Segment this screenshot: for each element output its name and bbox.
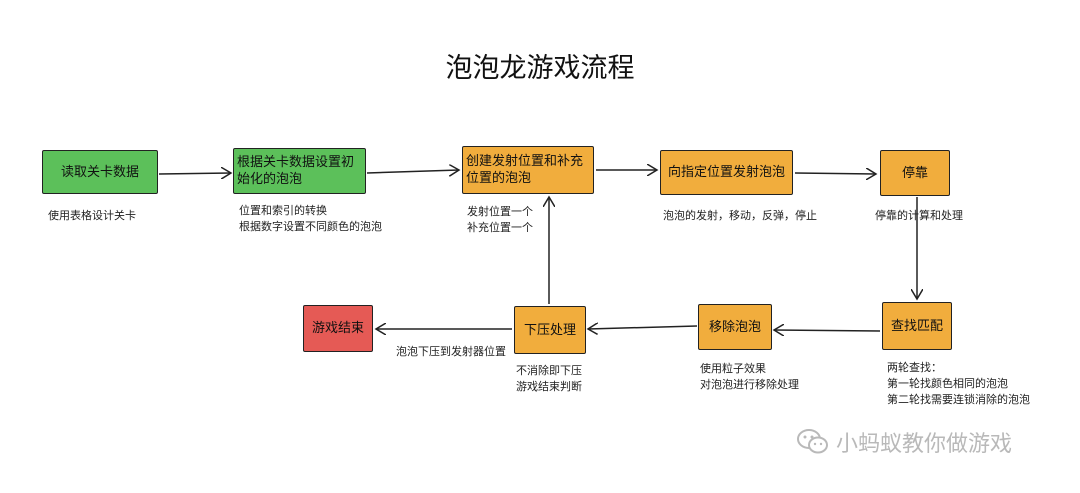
- note-line: 位置和索引的转换: [239, 204, 327, 217]
- edge-init-to-create: [366, 170, 459, 173]
- diagram-title: 泡泡龙游戏流程: [445, 53, 635, 84]
- note-line: 游戏结束判断: [516, 380, 582, 393]
- node-remove: 移除泡泡: [698, 304, 772, 350]
- note-shoot: 泡泡的发射，移动，反弹，停止: [663, 208, 817, 224]
- note-line: 发射位置一个: [467, 205, 533, 218]
- note-read-level: 使用表格设计关卡: [48, 208, 136, 224]
- note-match: 两轮查找： 第一轮找颜色相同的泡泡 第二轮找需要连锁消除的泡泡: [887, 360, 1030, 408]
- note-line: 根据数字设置不同颜色的泡泡: [239, 220, 382, 233]
- node-init-bubbles-label: 根据关卡数据设置初始化的泡泡: [237, 155, 355, 187]
- note-line: 第一轮找颜色相同的泡泡: [887, 377, 1008, 390]
- edge-label-press-to-end: 泡泡下压到发射器位置: [396, 344, 506, 360]
- node-shoot: 向指定位置发射泡泡: [660, 150, 793, 195]
- watermark: 小蚂蚁教你做游戏: [796, 426, 1012, 458]
- note-press-down: 不消除即下压 游戏结束判断: [516, 363, 582, 395]
- node-remove-label: 移除泡泡: [708, 319, 761, 335]
- edge-remove-to-press: [588, 326, 698, 329]
- node-game-over-label: 游戏结束: [311, 321, 364, 336]
- note-line: 不消除即下压: [516, 364, 582, 377]
- note-line: 第二轮找需要连锁消除的泡泡: [887, 393, 1030, 406]
- note-line: 使用粒子效果: [700, 362, 766, 375]
- node-dock-label: 停靠: [901, 165, 928, 181]
- note-line: 补充位置一个: [467, 221, 533, 234]
- note-create-positions: 发射位置一个 补充位置一个: [467, 204, 533, 236]
- node-press-down: 下压处理: [514, 306, 586, 354]
- node-game-over: 游戏结束: [303, 305, 373, 352]
- note-remove: 使用粒子效果 对泡泡进行移除处理: [700, 361, 799, 393]
- note-line: 对泡泡进行移除处理: [700, 378, 799, 391]
- note-dock: 停靠的计算和处理: [875, 208, 963, 224]
- edge-label-text: 泡泡下压到发射器位置: [396, 345, 506, 358]
- node-read-level-label: 读取关卡数据: [60, 164, 139, 180]
- node-press-down-label: 下压处理: [523, 322, 576, 338]
- note-line: 两轮查找：: [887, 361, 942, 374]
- edge-read-to-init: [158, 173, 231, 174]
- node-create-positions-label: 创建发射位置和补充位置的泡泡: [466, 154, 584, 186]
- node-match-label: 查找匹配: [890, 318, 943, 334]
- watermark-text: 小蚂蚁教你做游戏: [836, 432, 1013, 457]
- note-init-bubbles: 位置和索引的转换 根据数字设置不同颜色的泡泡: [239, 203, 382, 235]
- node-create-positions: 创建发射位置和补充位置的泡泡: [462, 146, 594, 194]
- node-shoot-label: 向指定位置发射泡泡: [667, 165, 785, 180]
- node-dock: 停靠: [880, 150, 950, 196]
- edge-shoot-to-dock: [794, 173, 876, 174]
- node-init-bubbles: 根据关卡数据设置初始化的泡泡: [233, 148, 366, 194]
- node-match: 查找匹配: [882, 302, 952, 350]
- note-line: 使用表格设计关卡: [48, 209, 136, 222]
- wechat-icon: [797, 429, 828, 454]
- note-line: 泡泡的发射，移动，反弹，停止: [663, 209, 817, 222]
- edge-match-to-remove: [774, 330, 881, 331]
- note-line: 停靠的计算和处理: [875, 209, 963, 222]
- node-read-level: 读取关卡数据: [42, 150, 158, 194]
